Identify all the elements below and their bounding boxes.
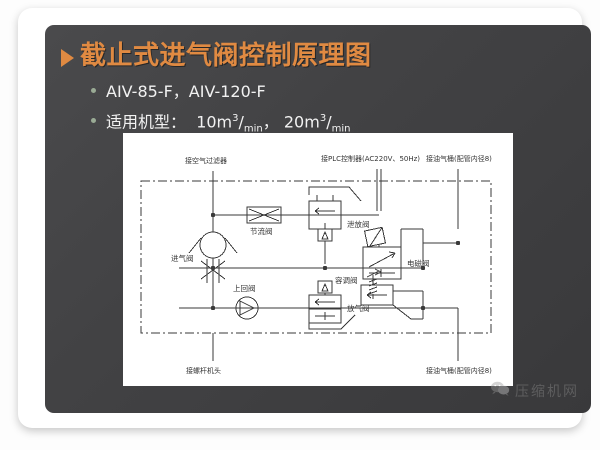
watermark: 压缩机网: [490, 381, 579, 401]
bullet-list: AIV-85-F，AIV-120-F 适用机型： 10m3/min， 20m3/…: [91, 81, 350, 146]
label-plc-port: 接PLC控制器(AC220V、50Hz): [321, 154, 420, 163]
watermark-text: 压缩机网: [515, 384, 579, 400]
vent-valve-pilot-line: [308, 314, 356, 330]
relief-valve-upper-cell: [308, 200, 342, 216]
label-capacity-valve: 容调阀: [335, 275, 358, 285]
label-oil-tank-port-top: 接油气桶(配管内径8): [426, 154, 492, 163]
capacity-value-2: 20m3/min: [283, 112, 351, 135]
solenoid-coil-body: [363, 226, 387, 248]
relief-valve-arrow: [314, 207, 335, 215]
check-valve-circle: [235, 296, 259, 320]
capacity-valve-body: [360, 284, 394, 306]
slide-card: 截止式进气阀控制原理图 AIV-85-F，AIV-120-F 适用机型： 10m…: [18, 8, 591, 428]
schematic-panel: 接空气过滤器 接PLC控制器(AC220V、50Hz) 接油气桶(配管内径8) …: [123, 133, 513, 386]
wechat-icon: [490, 381, 510, 401]
capacity-valve-adjust-icon: [366, 268, 382, 285]
list-item: 适用机型： 10m3/min， 20m3/min: [91, 108, 350, 141]
vent-valve-cross-port: [315, 312, 335, 320]
throttle-valve-body: [246, 206, 282, 224]
relief-pilot-line: [308, 186, 362, 202]
bullet-text-model-codes: AIV-85-F，AIV-120-F: [106, 82, 266, 101]
check-valve-arrow: [239, 300, 256, 316]
label-oil-tank-port-bottom: 接油气桶(配管内径8): [426, 366, 492, 375]
bullet-text-capacity: 适用机型： 10m3/min， 20m3/min: [106, 108, 350, 141]
bullet-dot-icon: [91, 88, 96, 93]
label-check-valve: 上回阀: [233, 284, 256, 293]
relief-valve-triangle: [321, 230, 329, 240]
enclosure-boundary: [140, 180, 492, 334]
pneumatic-schematic: 接空气过滤器 接PLC控制器(AC220V、50Hz) 接油气桶(配管内径8) …: [140, 154, 492, 375]
label-throttle-valve: 节流阀: [250, 226, 273, 236]
solenoid-cross-port: [369, 269, 395, 277]
solenoid-flow-arrow: [368, 251, 396, 268]
slide-surface: 截止式进气阀控制原理图 AIV-85-F，AIV-120-F 适用机型： 10m…: [45, 25, 591, 413]
list-item: AIV-85-F，AIV-120-F: [91, 81, 350, 103]
capacity-valve-links: [392, 290, 423, 320]
solenoid-valve-body: [362, 246, 402, 280]
intake-valve-circle: [199, 231, 227, 259]
capacity-valve-arrow: [366, 291, 387, 299]
vent-valve-arrow: [314, 298, 335, 306]
solenoid-coil-slash: [369, 227, 383, 247]
vent-valve-lower-cell: [308, 308, 342, 324]
capacity-value-1: 10m3/min: [191, 112, 263, 135]
vent-valve-triangle: [321, 282, 329, 292]
label-intake-valve: 进气阀: [171, 253, 194, 263]
capacity-label: 适用机型：: [106, 112, 187, 132]
label-relief-valve: 泄放阀: [347, 219, 370, 229]
slide-title-row: 截止式进气阀控制原理图: [61, 41, 372, 71]
junction-dots: [210, 212, 461, 311]
label-vent-valve: 放气阀: [347, 303, 370, 313]
label-screw-head-port: 接螺杆机头: [186, 366, 221, 375]
throttle-valve-bowtie: [248, 208, 280, 222]
intake-valve-wings: [188, 237, 238, 254]
triangle-bullet-icon: [61, 48, 74, 67]
label-air-filter-port: 接空气过滤器: [185, 156, 227, 165]
page-title: 截止式进气阀控制原理图: [80, 41, 372, 71]
label-solenoid-valve: 电磁阀: [407, 258, 430, 268]
bullet-dot-icon: [91, 118, 96, 124]
